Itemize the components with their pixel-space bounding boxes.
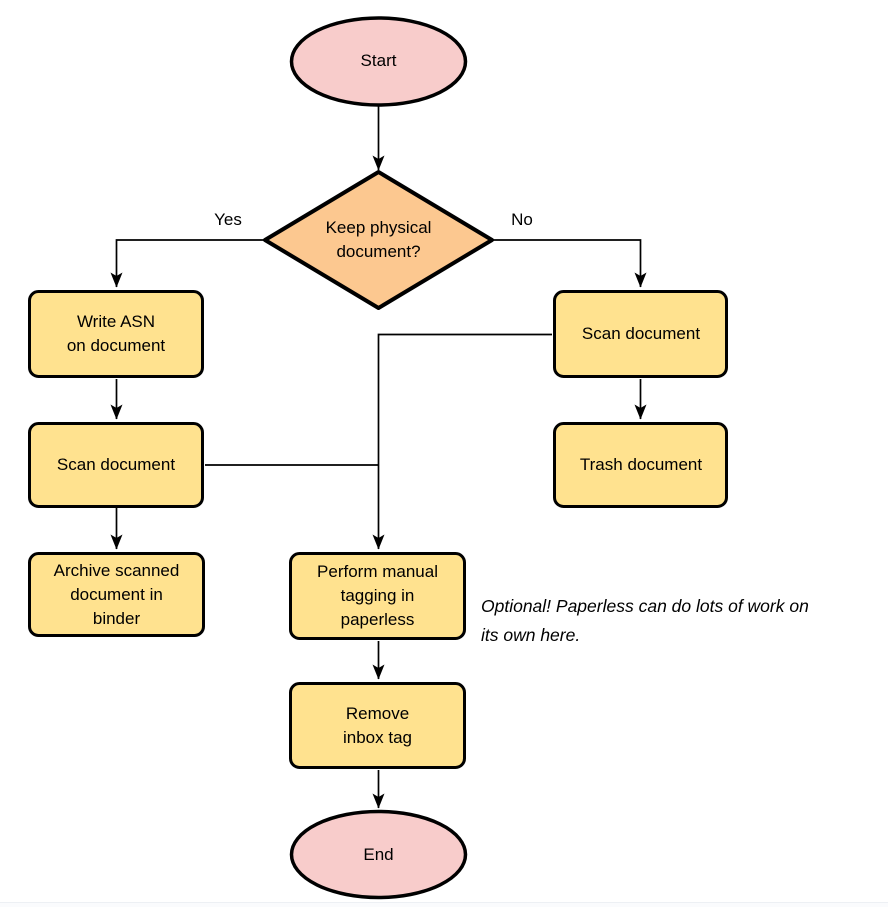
edge-scan-right-to-tagging xyxy=(372,333,552,550)
no-branch-label: No xyxy=(511,210,533,229)
remove-inbox-shape xyxy=(289,682,466,769)
scan-right-shape xyxy=(553,290,728,378)
end-terminator-shape xyxy=(289,809,468,900)
decision-diamond-shape xyxy=(263,170,494,310)
trash-shape xyxy=(553,422,728,508)
yes-branch-label: Yes xyxy=(214,210,242,229)
write-asn-shape xyxy=(28,290,204,378)
archive-shape xyxy=(28,552,205,637)
tagging-shape xyxy=(289,552,466,640)
start-terminator-shape xyxy=(289,16,468,107)
edge-decision-yes-to-write-asn xyxy=(110,239,265,288)
edge-decision-no-to-scan-right xyxy=(492,239,647,288)
bottom-edge-strip xyxy=(0,902,888,907)
scan-left-shape xyxy=(28,422,204,508)
optional-annotation: Optional! Paperless can do lots of work … xyxy=(481,596,809,645)
